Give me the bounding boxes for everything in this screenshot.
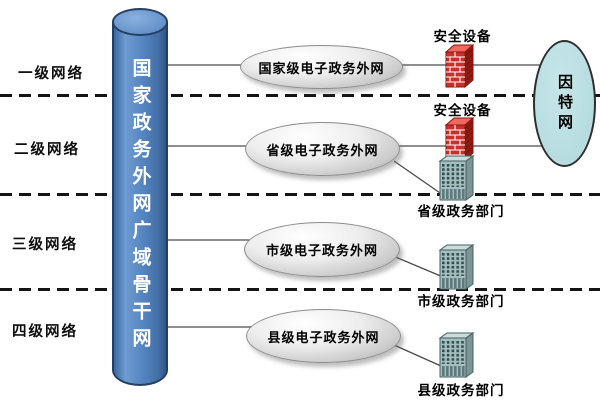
backbone-cylinder-cap <box>112 8 168 36</box>
city-extranet-label: 市级电子政务外网 <box>265 243 378 258</box>
security-device-2-label: 安全设备 <box>433 103 492 118</box>
provincial-extranet-label: 省级电子政务外网 <box>266 142 379 158</box>
level-1-label: 一级网络 <box>18 66 84 82</box>
county-extranet-label: 县级电子政务外网 <box>267 329 380 345</box>
internet-node: 因特网 <box>533 40 596 167</box>
firewall-icon-1 <box>443 42 475 88</box>
national-extranet-node: 国家级电子政务外网 <box>240 45 403 89</box>
internet-label: 因特网 <box>556 73 573 134</box>
provincial-to-department-line <box>393 160 444 196</box>
building-icon-county <box>437 331 475 379</box>
city-extranet-node: 市级电子政务外网 <box>244 222 400 277</box>
county-department-label: 县级政务部门 <box>417 383 505 398</box>
national-extranet-label: 国家级电子政务外网 <box>258 60 385 76</box>
building-icon-city <box>437 243 475 291</box>
city-department-label: 市级政务部门 <box>417 294 505 309</box>
security-device-1-label: 安全设备 <box>433 29 492 44</box>
level-4-label: 四级网络 <box>12 324 78 340</box>
backbone-label: 国家政务外网广域骨干网 <box>129 58 151 355</box>
tier-divider-3 <box>0 288 600 291</box>
tier-divider-1 <box>0 94 600 97</box>
level-3-label: 三级网络 <box>12 237 78 253</box>
provincial-department-label: 省级政务部门 <box>417 204 505 219</box>
backbone-cylinder-body <box>112 22 168 386</box>
tier-divider-2 <box>0 193 600 196</box>
county-extranet-node: 县级电子政务外网 <box>246 309 401 363</box>
backbone-cylinder: 国家政务外网广域骨干网 <box>112 8 168 386</box>
building-icon-provincial <box>437 154 475 202</box>
provincial-extranet-node: 省级电子政务外网 <box>245 122 400 176</box>
level-2-label: 二级网络 <box>14 142 80 158</box>
